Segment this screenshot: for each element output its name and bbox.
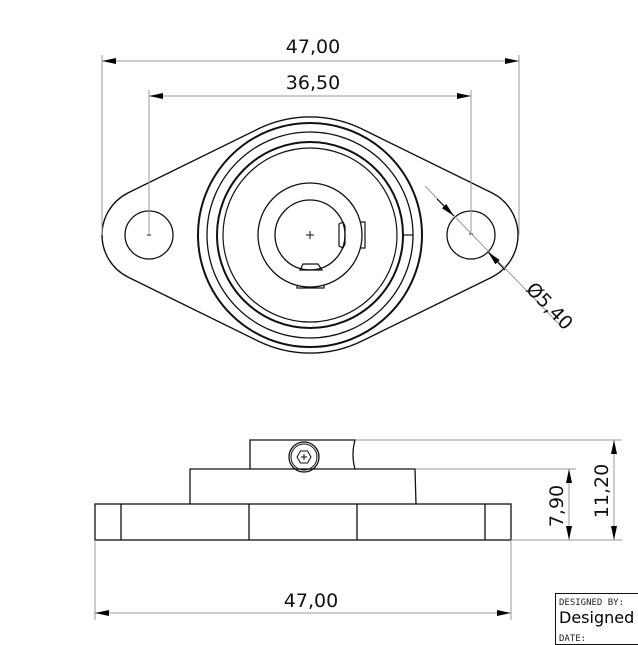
dim-hole-diameter: Ø5,40 bbox=[521, 278, 577, 334]
dim-top-overall-width: 47,00 bbox=[286, 36, 340, 58]
set-screw bbox=[288, 441, 320, 473]
center-marks bbox=[147, 231, 473, 239]
housing-outer bbox=[197, 122, 423, 348]
date-label: DATE: bbox=[559, 634, 587, 644]
designed-by-value: Designed by bbox=[559, 608, 638, 627]
top-dimensions bbox=[101, 55, 561, 326]
housing-body bbox=[189, 468, 417, 505]
designed-by-label: DESIGNED BY: bbox=[559, 598, 625, 608]
dim-body-height: 7,90 bbox=[546, 485, 568, 527]
side-view bbox=[94, 439, 512, 541]
side-dimensions bbox=[94, 439, 622, 620]
dim-side-overall-width: 47,00 bbox=[284, 590, 338, 612]
flange-outline bbox=[101, 116, 519, 354]
dim-hole-spacing: 36,50 bbox=[286, 72, 340, 94]
dim-total-height: 11,20 bbox=[591, 464, 613, 518]
collar bbox=[249, 439, 356, 470]
top-view bbox=[101, 116, 519, 354]
base-plate bbox=[94, 503, 512, 541]
bearing-hub bbox=[257, 182, 363, 288]
title-block: DESIGNED BY: Designed by DATE: bbox=[555, 593, 638, 645]
